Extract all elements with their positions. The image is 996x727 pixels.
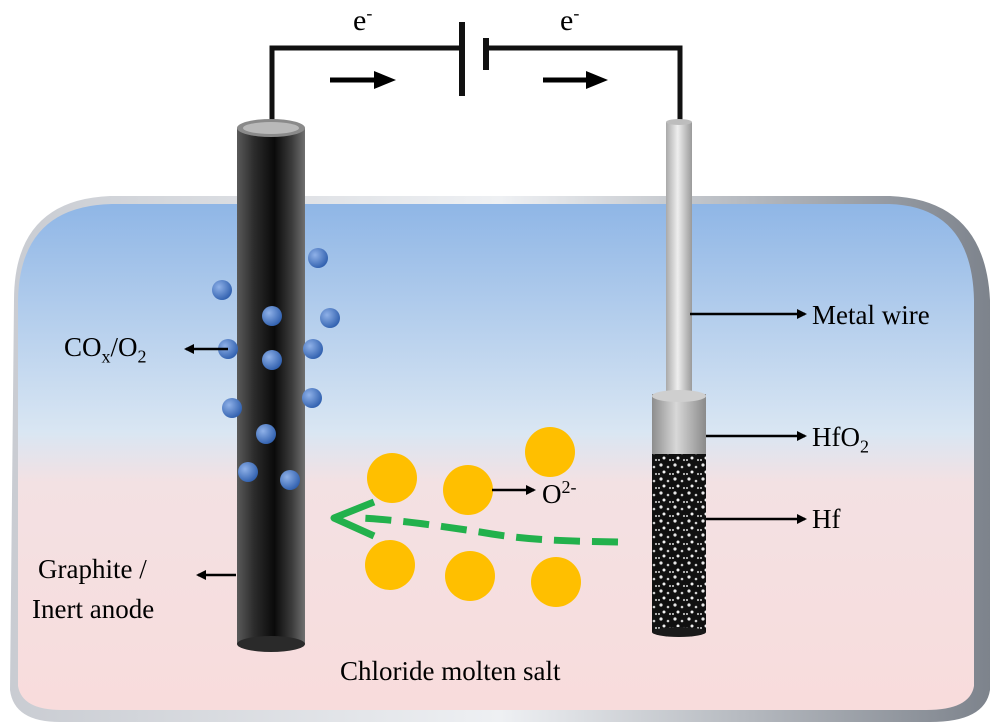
gas-bubble-3 bbox=[262, 306, 282, 326]
metal-wire bbox=[666, 122, 692, 396]
gas-product-label: COx/O2 bbox=[64, 332, 147, 367]
label-pointers bbox=[184, 309, 807, 580]
gas-bubble-11 bbox=[238, 462, 258, 482]
oxygen-ion-4 bbox=[365, 540, 415, 590]
hf-label: Hf bbox=[812, 504, 841, 534]
gas-bubble-1 bbox=[308, 248, 328, 268]
gas-bubble-8 bbox=[222, 398, 242, 418]
circuit-wire-right bbox=[485, 45, 683, 122]
oxygen-migration-arrow bbox=[330, 498, 619, 546]
metal-wire-label: Metal wire bbox=[812, 300, 930, 330]
electrolyte-label: Chloride molten salt bbox=[340, 656, 561, 686]
electron-label-right: e- bbox=[560, 3, 580, 37]
circuit-wire-left bbox=[269, 45, 460, 120]
gas-bubble-4 bbox=[320, 308, 340, 328]
oxygen-ion-5 bbox=[445, 551, 495, 601]
electron-flow-arrows bbox=[330, 71, 608, 89]
molten-salt-bath bbox=[10, 196, 990, 722]
electron-label-left: e- bbox=[353, 3, 373, 37]
external-circuit bbox=[269, 22, 683, 122]
oxygen-ion-3 bbox=[443, 465, 493, 515]
cathode bbox=[652, 119, 706, 637]
gas-bubble-7 bbox=[303, 339, 323, 359]
oxygen-ion-1 bbox=[525, 427, 575, 477]
gas-bubble-12 bbox=[280, 470, 300, 490]
anode-label-line1: Graphite / bbox=[38, 554, 147, 584]
oxygen-ions bbox=[365, 427, 581, 607]
oxygen-ion-6 bbox=[531, 557, 581, 607]
oxygen-ion-label: O2- bbox=[542, 477, 577, 509]
electron-arrow-left-icon bbox=[330, 71, 396, 89]
electron-arrow-right-icon bbox=[543, 71, 608, 89]
gas-bubble-2 bbox=[212, 280, 232, 300]
gas-bubble-6 bbox=[262, 350, 282, 370]
oxygen-ion-2 bbox=[367, 453, 417, 503]
hfo2-label: HfO2 bbox=[812, 422, 869, 457]
graphite-anode bbox=[237, 119, 305, 652]
gas-bubble-10 bbox=[256, 424, 276, 444]
anode-label-line2: Inert anode bbox=[32, 594, 155, 624]
hfo2-layer bbox=[652, 394, 706, 454]
hf-metal bbox=[652, 454, 706, 632]
gas-bubble-9 bbox=[302, 388, 322, 408]
